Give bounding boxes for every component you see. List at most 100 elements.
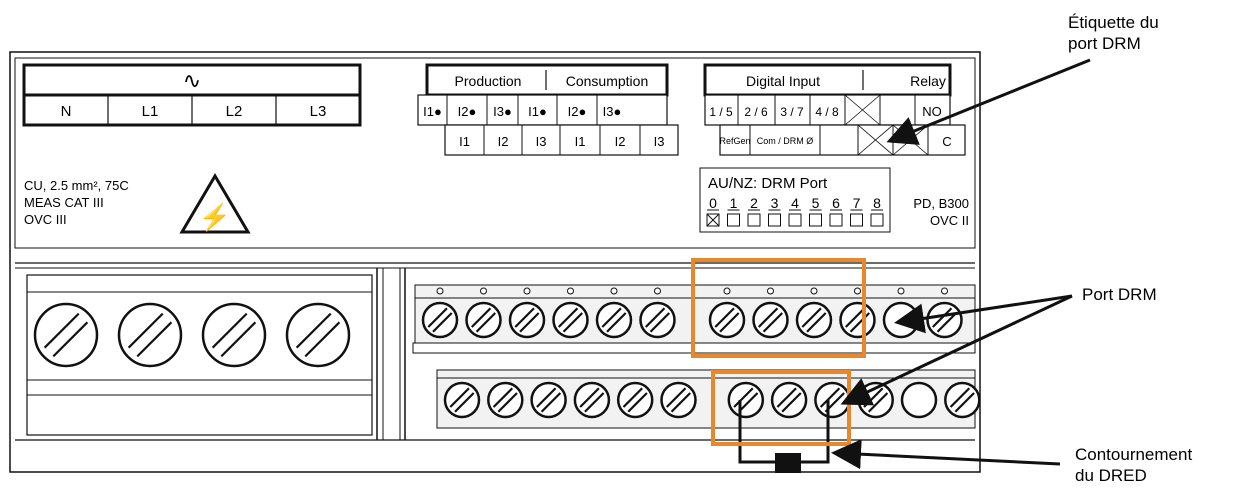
spec-meas-cat: MEAS CAT III [24,195,104,210]
ct-input-label: I2● [568,104,587,119]
signal-terminal-screw-icon [708,301,746,339]
drm-mode-number: 8 [873,195,881,211]
signal-terminal-screw-icon [770,381,808,419]
terminal-release-dot [480,287,487,295]
power-label-l2: L2 [226,103,243,120]
header-production: Production [455,73,522,89]
device-rating-pd: PD, B300 [913,196,969,211]
drm-mode-checkbox [747,213,761,227]
power-terminal-screw-icon [117,302,183,368]
ct-output-label: I3 [536,134,547,149]
drm-mode-number: 1 [730,195,738,211]
io-block: Digital Input Relay 1 / 5 2 / 6 3 / 7 4 … [703,63,966,156]
ct-output-label: I1 [575,134,586,149]
spec-ovc: OVC III [24,212,67,227]
relay-no-label: NO [922,104,942,119]
terminal-release-dot [654,287,661,295]
empty-terminal-icon [900,381,938,419]
digital-input-4-8: 4 / 8 [815,105,839,119]
warning-triangle-icon [179,173,251,234]
signal-terminal-screw-icon [926,301,963,339]
digital-input-3-7: 3 / 7 [780,105,804,119]
signal-terminal-screw-icon [814,381,851,419]
drm-mode-checkbox [727,213,740,227]
ct-row-1: I1●I2●I3●I1●I2●I3● [423,95,621,125]
terminal-release-dot [436,287,444,295]
drm-mode-check-mark [706,213,720,227]
terminal-release-dot [723,287,731,295]
signal-terminal-screw-icon [795,301,833,339]
high-voltage-icon: ⚡ [199,202,231,233]
header-relay: Relay [910,73,946,89]
drm-mode-number: 2 [750,195,758,211]
drm-mode-number: 3 [771,195,779,211]
annotation-dred-bypass-line1: Contournement [1075,445,1192,464]
drm-mode-checkbox [850,213,863,227]
arrow-to-drm-port-lower [840,294,1073,406]
ct-input-label: I1● [528,104,547,119]
arrow-to-drm-port-upper [894,294,1073,334]
digital-input-2-6: 2 / 6 [744,105,768,119]
signal-terminal-screw-icon [727,381,765,419]
refgen-label: RefGen [719,136,750,146]
dred-bypass-wiring [738,400,830,473]
terminal-release-dot [610,287,618,295]
power-terminal-screw-icon [201,302,267,368]
drm-mode-number: 5 [812,195,820,211]
power-terminal-screw-icon [285,302,351,368]
device-rating-ovc: OVC II [930,213,969,228]
terminal-release-dot [523,287,531,295]
drm-mode-checkbox [788,213,802,227]
arrow-to-drm-label [886,58,1091,145]
annotation-drm-port-label-line1: Étiquette du [1068,13,1159,32]
drm-port-highlight-lower [711,370,851,446]
annotation-drm-port-label-line2: port DRM [1068,34,1141,53]
digital-input-1-5: 1 / 5 [709,105,733,119]
signal-terminal-screw-icon [639,301,676,339]
header-digital-input: Digital Input [746,73,820,89]
drm-mode-number: 4 [791,195,799,211]
signal-terminal-screw-icon [443,381,481,419]
signal-terminal-screw-icon [573,381,611,419]
terminal-release-dot [767,287,774,295]
signal-terminal-screw-icon [616,381,654,419]
signal-terminal-screw-icon [530,381,567,419]
ct-block: Production Consumption I1●I2●I3●I1●I2●I3… [417,63,679,156]
signal-terminal-screw-icon [421,301,459,339]
signal-terminal-screw-icon [595,301,633,339]
spec-wire: CU, 2.5 mm², 75C [24,178,129,193]
ct-output-label: I2 [498,134,509,149]
drm-mode-checkbox [768,213,781,227]
terminal-release-dot [854,287,861,295]
signal-terminal-screw-icon [508,301,546,339]
ct-input-label: I3● [603,104,622,119]
terminal-release-dot [941,287,948,295]
ct-output-label: I3 [654,134,665,149]
ct-input-label: I3● [493,104,512,119]
signal-terminal-screw-icon [660,381,697,419]
terminal-release-dot [897,287,905,295]
relay-c-label: C [942,134,951,149]
signal-terminal-screw-icon [752,301,789,339]
signal-terminal-screw-icon [552,301,589,339]
drm-mode-checkbox [870,213,884,227]
power-block: ∿ N L1 L2 L3 CU, 2.5 mm², 75C MEAS CAT I… [22,63,362,234]
ct-input-label: I2● [458,104,477,119]
drm-mode-checkbox [809,213,822,227]
com-drm-label: Com / DRM Ø [757,136,814,146]
annotation-drm-port: Port DRM [1082,285,1157,304]
terminal-release-dot [810,287,818,295]
drm-mode-checkbox [829,213,843,227]
signal-terminal-screw-icon [487,381,524,419]
power-label-l3: L3 [310,103,327,120]
signal-terminal-screw-icon [944,381,981,419]
annotation-dred-bypass-line2: du DRED [1075,466,1147,485]
drm-port-highlight-upper [691,258,866,358]
ac-wave-symbol: ∿ [183,68,201,93]
drm-mode-number: 7 [853,195,861,211]
drm-mode-number: 6 [832,195,840,211]
drm-mode-checkboxes [706,213,884,227]
